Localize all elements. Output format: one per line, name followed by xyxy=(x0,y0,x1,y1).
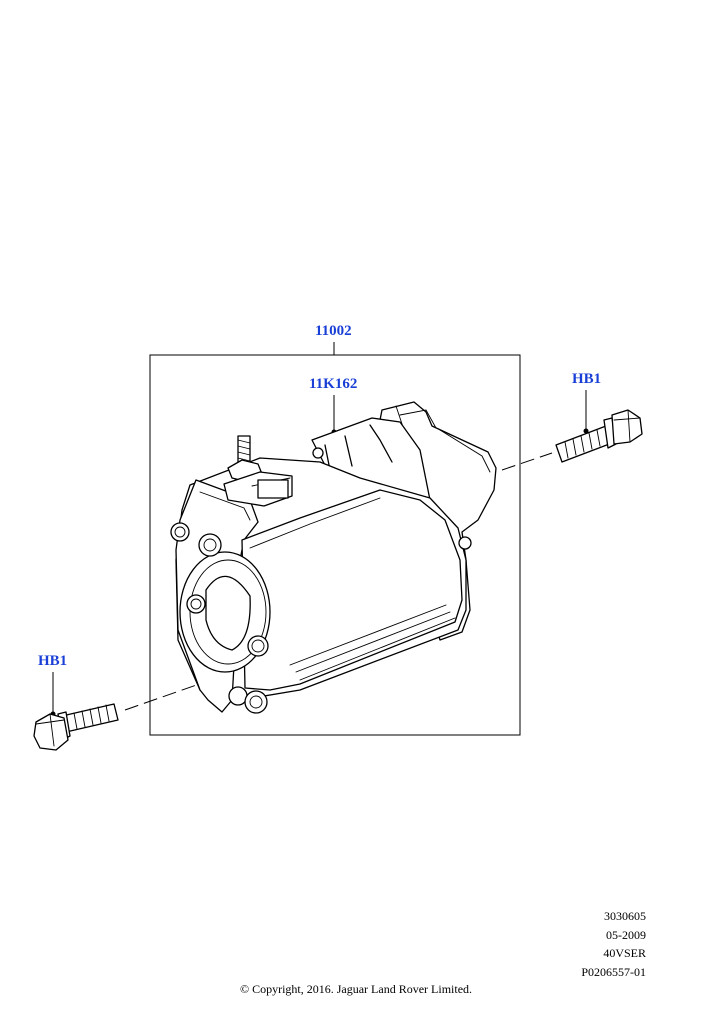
callout-11k162[interactable]: 11K162 xyxy=(309,376,358,392)
assembly-frame xyxy=(149,354,521,736)
callout-hb1-right[interactable]: HB1 xyxy=(572,371,602,387)
copyright-notice: © Copyright, 2016. Jaguar Land Rover Lim… xyxy=(239,982,473,996)
reference-line-4: P0206557-01 xyxy=(581,964,646,979)
reference-info: 3030605 05-2009 40VSER P0206557-01 xyxy=(581,907,646,981)
bolt-hb1-left[interactable] xyxy=(33,703,119,751)
leader-hb1-right xyxy=(583,390,589,434)
callout-11002[interactable]: 11002 xyxy=(315,323,352,339)
bolt-axis-left xyxy=(124,681,206,711)
bracket-bolt-top xyxy=(170,522,222,557)
callout-hb1-left[interactable]: HB1 xyxy=(38,653,68,669)
leader-hb1-left xyxy=(50,672,56,717)
reference-line-1: 3030605 xyxy=(604,909,646,923)
starter-motor[interactable] xyxy=(170,401,497,714)
reference-line-2: 05-2009 xyxy=(606,927,646,942)
bolt-hb1-right[interactable] xyxy=(555,409,643,463)
leader-11k162 xyxy=(331,395,337,435)
bracket-bolt-bottom xyxy=(228,686,268,714)
bolt-axis-right xyxy=(501,452,553,471)
reference-line-3: 40VSER xyxy=(603,946,646,960)
